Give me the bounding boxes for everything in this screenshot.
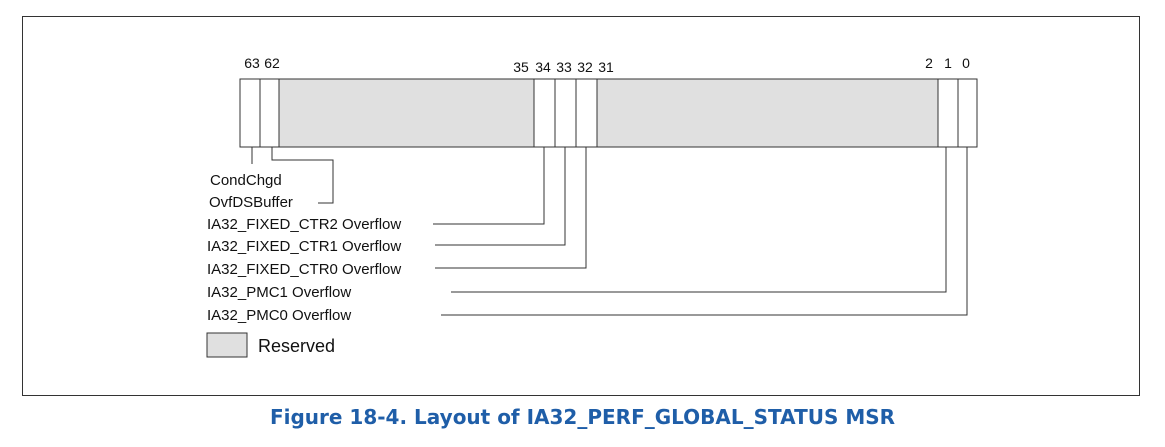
bit-label-1: 1 — [944, 55, 952, 71]
bit-label-63: 63 — [244, 55, 260, 71]
legend-swatch — [206, 332, 248, 358]
bit-label-35: 35 — [513, 59, 529, 75]
leader-pmc0 — [441, 147, 968, 316]
field-label-condchgd: CondChgd — [210, 172, 282, 189]
bit-label-62: 62 — [264, 55, 280, 71]
leader-pmc1 — [451, 147, 947, 293]
field-label-ovfdsbuffer: OvfDSBuffer — [209, 194, 293, 211]
legend-label: Reserved — [258, 336, 335, 356]
figure-caption: Figure 18-4. Layout of IA32_PERF_GLOBAL_… — [269, 405, 896, 429]
field-label-fixed-ctr2: IA32_FIXED_CTR2 Overflow — [207, 216, 401, 233]
leader-fixed-ctr0 — [435, 147, 587, 269]
field-label-pmc1: IA32_PMC1 Overflow — [207, 284, 351, 301]
bit-label-34: 34 — [535, 59, 551, 75]
field-label-pmc0: IA32_PMC0 Overflow — [207, 307, 351, 324]
register-body — [239, 78, 978, 148]
bit-label-31: 31 — [598, 59, 614, 75]
figure-frame — [22, 16, 1140, 396]
reserved-region-31-3 — [596, 78, 939, 148]
reserved-region-61-36 — [278, 78, 535, 148]
leader-fixed-ctr1 — [435, 147, 566, 246]
bit-label-2: 2 — [925, 55, 933, 71]
field-label-fixed-ctr1: IA32_FIXED_CTR1 Overflow — [207, 238, 401, 255]
leader-ovfdsbuffer — [271, 147, 334, 204]
bit-label-32: 32 — [577, 59, 593, 75]
field-label-fixed-ctr0: IA32_FIXED_CTR0 Overflow — [207, 261, 401, 278]
leader-fixed-ctr2 — [433, 147, 545, 225]
bit-label-0: 0 — [962, 55, 970, 71]
bit-label-33: 33 — [556, 59, 572, 75]
